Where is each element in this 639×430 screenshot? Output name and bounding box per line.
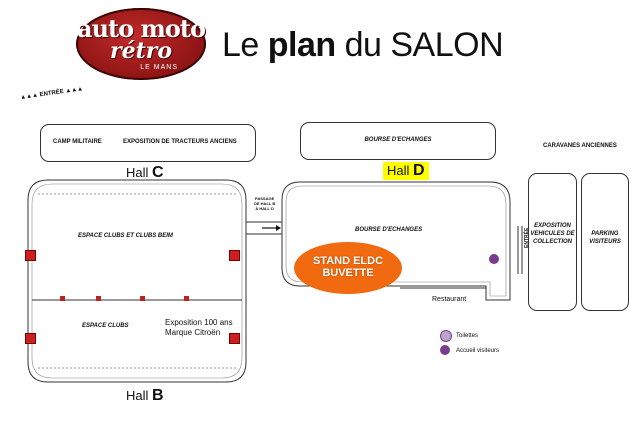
passage-label: PASSAGE DE HALL B À HALL D (254, 196, 276, 211)
toilettes-icon (440, 330, 452, 342)
citroen-exhibit-label: Exposition 100 ans Marque Citroën (165, 318, 233, 337)
exit-marker (25, 250, 36, 261)
bourse-hall-d-label: BOURSE D'ECHANGES (355, 227, 423, 233)
accueil-icon (489, 254, 499, 264)
title-suffix: du SALON (335, 26, 504, 64)
bourse-top-area: BOURSE D'ECHANGES (300, 122, 496, 160)
hall-d-prefix: Hall (387, 163, 414, 178)
exit-marker (140, 296, 145, 301)
logo-line3: LE MANS (140, 64, 178, 71)
hall-c-label: Hall C (126, 164, 164, 182)
exit-marker (184, 296, 189, 301)
page-title: Le plan du SALON (222, 26, 504, 65)
title-prefix: Le (222, 26, 268, 64)
bourse-top-label: BOURSE D'ECHANGES (364, 137, 432, 143)
stand-eldc-label: STAND ELDC BUVETTE (312, 255, 384, 279)
exit-marker (229, 250, 240, 261)
hall-d-label: Hall D (383, 162, 429, 180)
hall-b-letter: B (152, 387, 164, 404)
logo-line2: rétro (109, 38, 172, 64)
camp-tracteurs-area: CAMP MILITAIRE EXPOSITION DE TRACTEURS A… (40, 124, 256, 162)
accueil-legend: Accueil visiteurs (456, 348, 500, 354)
parking-area: PARKING VISITEURS (581, 173, 629, 311)
toilettes-legend: Toilettes (456, 333, 479, 339)
camp-militaire-label: CAMP MILITAIRE (53, 139, 102, 145)
stand-eldc-area: STAND ELDC BUVETTE (294, 242, 402, 294)
title-bold: plan (267, 26, 336, 64)
logo-line1: auto moto (77, 14, 206, 43)
hall-d-letter: D (413, 162, 425, 179)
hall-b-prefix: Hall (126, 388, 153, 403)
expo-vehicules-area: EXPOSITION VEHICULES DE COLLECTION (528, 173, 577, 311)
hall-c-prefix: Hall (126, 165, 153, 180)
tracteurs-label: EXPOSITION DE TRACTEURS ANCIENS (123, 139, 237, 145)
accueil-legend-icon (440, 345, 450, 355)
expo-vehicules-label: EXPOSITION VEHICULES DE COLLECTION (530, 223, 575, 245)
caravanes-label: CARAVANES ANCIENNES (543, 143, 617, 149)
hall-b-label: Hall B (126, 387, 164, 405)
espace-clubs-label: ESPACE CLUBS (82, 323, 129, 329)
exit-marker (60, 296, 65, 301)
exit-marker (229, 333, 240, 344)
hall-c-letter: C (152, 164, 164, 181)
auto-moto-retro-logo: auto moto rétro LE MANS (76, 8, 206, 80)
clubs-beim-label: ESPACE CLUBS ET CLUBS BEIM (78, 233, 173, 239)
restaurant-label: Restaurant (432, 296, 467, 303)
parking-label: PARKING VISITEURS (589, 231, 621, 245)
exit-marker (25, 333, 36, 344)
exit-marker (96, 296, 101, 301)
